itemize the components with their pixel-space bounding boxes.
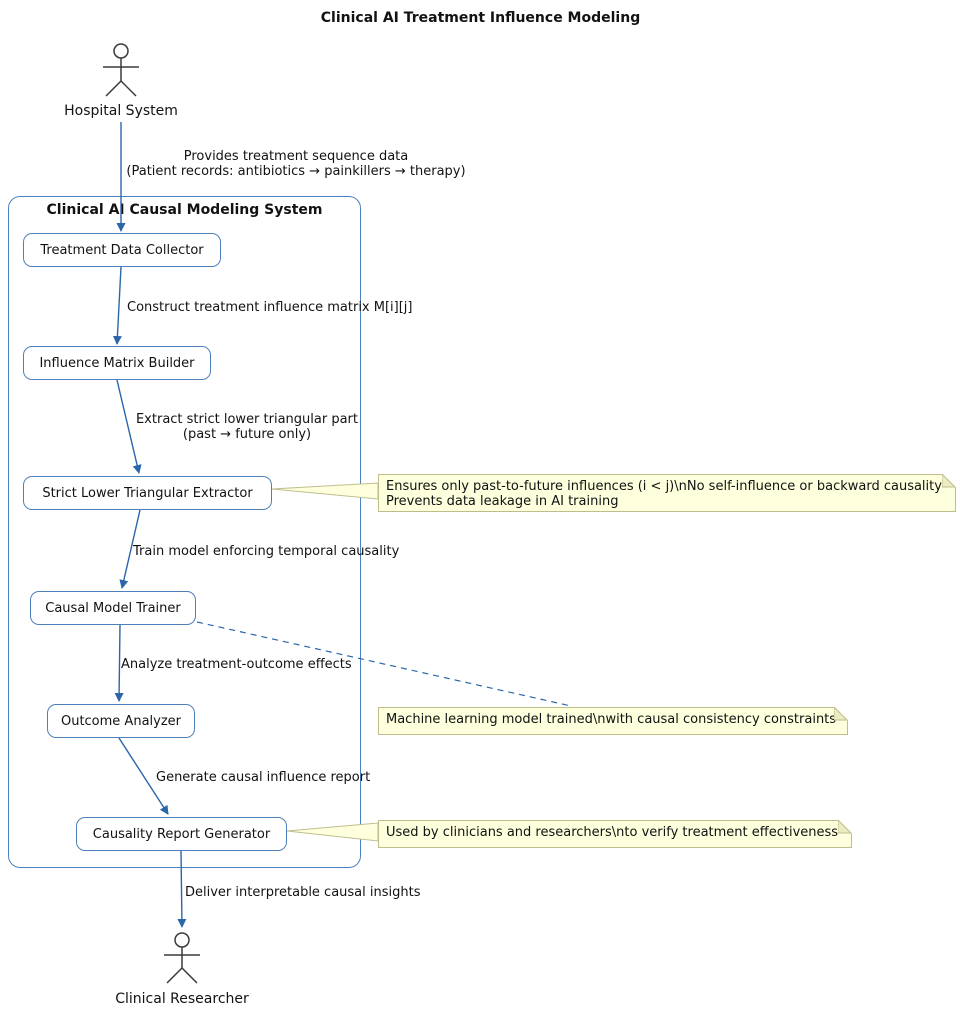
actor-hospital-system-label: Hospital System [64, 103, 178, 119]
edge-label-train-model: Train model enforcing temporal causality [133, 544, 399, 559]
edge-label-line: Train model enforcing temporal causality [133, 544, 400, 559]
note-fold-icon [942, 474, 956, 488]
hospital-system-actor-icon [103, 43, 139, 97]
actor-head [113, 43, 129, 59]
edge-label-line: Provides treatment sequence data [183, 149, 409, 164]
actor-leg-left [166, 967, 183, 984]
actor-leg-right [181, 967, 198, 984]
node-strict-lower-triangular-extractor: Strict Lower Triangular Extractor [23, 476, 272, 510]
note-line: Prevents data leakage in AI training [386, 494, 619, 509]
edge-label-line: (Patient records: antibiotics → painkill… [126, 164, 466, 179]
diagram-title: Clinical AI Treatment Influence Modeling [320, 10, 641, 26]
edge-label-provides-treatment-data: Provides treatment sequence data (Patien… [123, 149, 469, 179]
edge-label-generate-report: Generate causal influence report [156, 770, 370, 785]
node-influence-matrix-builder: Influence Matrix Builder [23, 346, 211, 380]
node-outcome-analyzer: Outcome Analyzer [47, 704, 195, 738]
note-fold-icon [838, 820, 852, 834]
edge-label-line: Analyze treatment-outcome effects [121, 657, 352, 672]
system-frame: Clinical AI Causal Modeling System [8, 196, 361, 868]
edge-label-line: Extract strict lower triangular part [135, 412, 359, 427]
actor-leg-left [105, 80, 122, 97]
edge-label-construct-matrix: Construct treatment influence matrix M[i… [127, 300, 412, 315]
node-treatment-data-collector: Treatment Data Collector [23, 233, 221, 267]
note-line: Used by clinicians and researchers\nto v… [386, 825, 839, 840]
edge-label-extract-lower-triangular: Extract strict lower triangular part (pa… [133, 412, 361, 442]
edge-label-analyze-effects: Analyze treatment-outcome effects [121, 657, 352, 672]
edge-label-deliver-insights: Deliver interpretable causal insights [185, 885, 421, 900]
note-fold-icon [834, 707, 848, 721]
node-causal-model-trainer: Causal Model Trainer [30, 591, 196, 625]
note-line: Ensures only past-to-future influences (… [386, 479, 942, 494]
clinical-researcher-actor-icon [164, 932, 200, 984]
actor-head [174, 932, 190, 948]
actor-leg-right [120, 80, 137, 97]
edge-label-line: (past → future only) [182, 427, 312, 442]
actor-clinical-researcher-label: Clinical Researcher [115, 991, 249, 1007]
node-causality-report-generator: Causality Report Generator [76, 817, 287, 851]
note-report: Used by clinicians and researchers\nto v… [378, 820, 852, 848]
note-extractor: Ensures only past-to-future influences (… [378, 474, 956, 512]
edge-label-line: Deliver interpretable causal insights [185, 885, 421, 900]
note-line: Machine learning model trained\nwith cau… [386, 712, 837, 727]
system-frame-title: Clinical AI Causal Modeling System [46, 202, 323, 218]
edge-label-line: Generate causal influence report [156, 770, 371, 785]
edge-label-line: Construct treatment influence matrix M[i… [127, 300, 413, 315]
note-trainer: Machine learning model trained\nwith cau… [378, 707, 848, 735]
